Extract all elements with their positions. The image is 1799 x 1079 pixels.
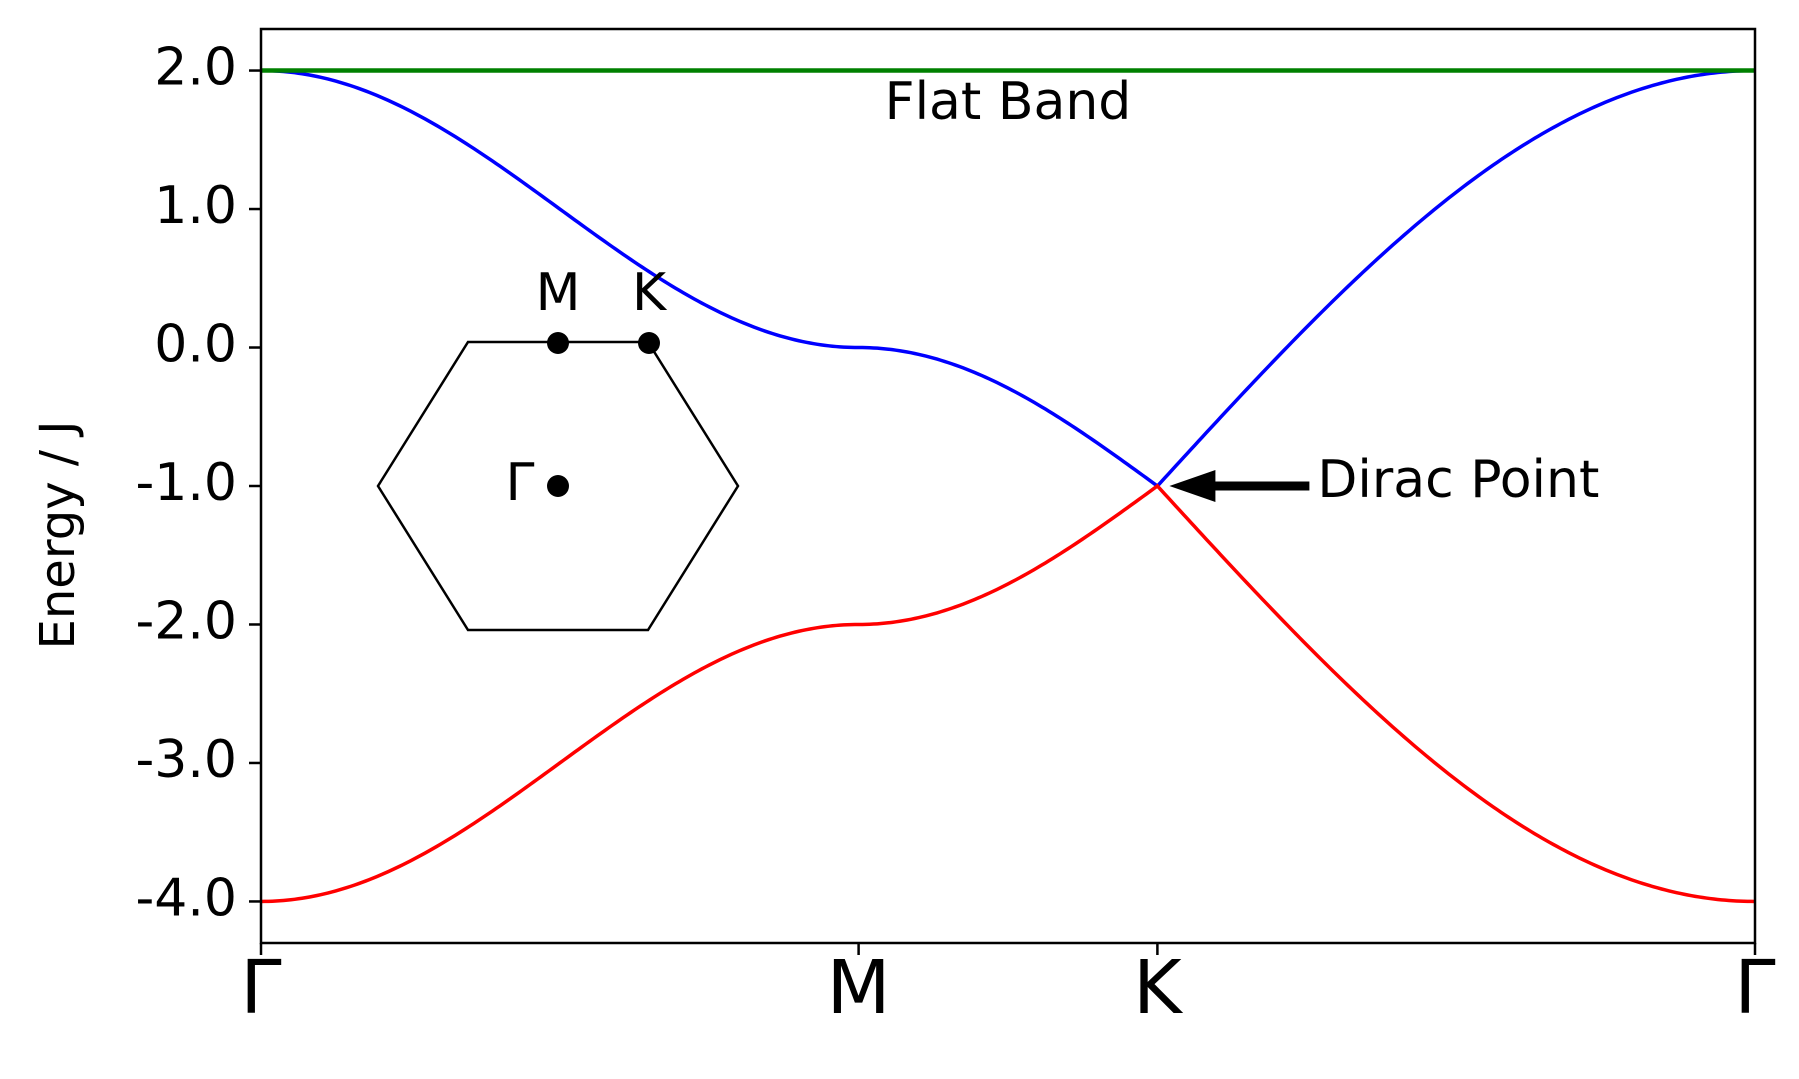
brillouin-zone-inset: Γ M K xyxy=(376,263,740,632)
y-tick-label: -1.0 xyxy=(136,453,237,513)
y-tick-label: 1.0 xyxy=(154,176,237,236)
flat-band-annotation: Flat Band xyxy=(885,72,1132,132)
inset-gamma-label: Γ xyxy=(506,453,535,513)
y-tick-label: 0.0 xyxy=(154,315,237,375)
series-line-2 xyxy=(260,483,1756,904)
x-tick-label: M xyxy=(827,945,891,1031)
x-tick-label: K xyxy=(1133,945,1184,1031)
y-tick-label: -4.0 xyxy=(136,868,237,928)
x-tick-label: Γ xyxy=(240,945,281,1031)
y-tick-label: 2.0 xyxy=(154,38,237,98)
m-point-dot xyxy=(547,332,569,354)
y-tick-label: -2.0 xyxy=(136,591,237,651)
inset-k-label: K xyxy=(632,263,668,323)
gamma-point-dot xyxy=(547,475,569,497)
y-axis-label: Energy / J xyxy=(30,421,86,650)
x-tick-label: Γ xyxy=(1734,945,1775,1031)
inset-m-label: M xyxy=(536,263,581,323)
dirac-point-annotation: Dirac Point xyxy=(1169,450,1599,510)
series-layer xyxy=(260,68,1756,904)
y-tick-label: -3.0 xyxy=(136,730,237,790)
dirac-point-label: Dirac Point xyxy=(1317,450,1599,510)
dirac-arrow-head xyxy=(1169,470,1216,502)
series-line-1 xyxy=(260,68,1756,489)
k-point-dot xyxy=(638,332,660,354)
